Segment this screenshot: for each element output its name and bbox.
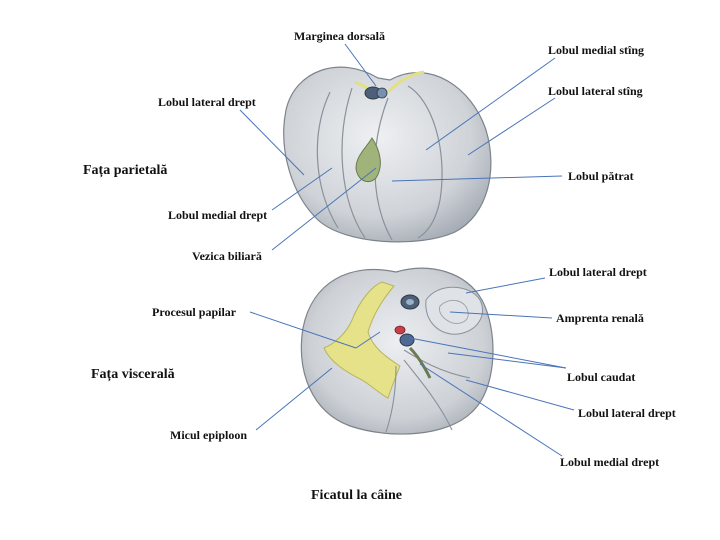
leader-lobul-patrat [391,175,563,182]
label-micul-epiploon: Micul epiploon [170,428,248,442]
renal-impression [425,286,483,335]
dorsal-vessel-2 [376,87,388,99]
leader-lines [239,43,575,457]
lobe-fissure-right [407,85,443,239]
leader-marginea-dorsala [344,43,377,87]
label-vezica-biliara: Vezica biliară [192,249,262,263]
label-lobul-medial-drept-top: Lobul medial drept [168,208,268,222]
label-lobul-medial-drept-bottom: Lobul medial drept [560,455,660,469]
lesser-omentum [323,281,401,399]
figure-title: Ficatul la câine [311,488,402,503]
leader-lobul-medial-drept-top [271,167,333,211]
face-parietal-heading: Fața parietală [83,163,168,178]
leader-lobul-lateral-sting [467,97,556,156]
gallbladder-duct [408,346,432,379]
leader-lobul-lateral-drept-bottom [465,379,575,411]
label-lobul-lateral-drept-bottom: Lobul lateral drept [578,406,676,420]
label-lobul-lateral-drept-right: Lobul lateral drept [549,265,647,279]
leader-lobul-caudat-1 [409,337,567,369]
lobe-fissure-mid-left [341,87,366,239]
label-lobul-medial-sting: Lobul medial stîng [548,43,645,57]
bile-duct [399,333,415,347]
caudate-fissure [403,349,471,379]
label-amprenta-renala: Amprenta renală [556,311,644,325]
label-lobul-patrat: Lobul pătrat [568,169,634,183]
label-lobul-caudat: Lobul caudat [567,370,636,384]
leader-lobul-lateral-drept-top [239,109,305,176]
label-procesul-papilar: Procesul papilar [152,305,237,319]
leader-procesul-papilar-2 [355,331,381,349]
face-visceral-heading: Fața viscerală [91,367,175,382]
visceral-fissure-2 [385,365,397,433]
leader-lobul-lateral-drept-right [465,277,546,294]
label-lobul-lateral-drept-top: Lobul lateral drept [158,95,256,109]
leader-amprenta-renala [449,311,553,319]
leader-lobul-medial-drept-bottom [419,363,563,457]
leader-lobul-caudat-2 [447,352,567,369]
visceral-fissure [403,359,453,431]
leader-lobul-medial-sting [425,57,556,151]
label-marginea-dorsala: Marginea dorsală [294,29,385,43]
lobe-fissure-left [316,91,339,229]
visceral-liver [300,267,494,435]
leader-micul-epiploon [255,367,333,431]
parietal-liver [283,66,492,243]
leader-procesul-papilar [249,311,357,349]
label-lobul-lateral-sting: Lobul lateral stîng [548,84,643,98]
parietal-liver-outline [283,66,492,243]
hepatic-artery [394,325,406,335]
portal-vein-2 [406,299,414,305]
leader-vezica-biliara [271,167,377,251]
gallbladder [355,137,381,183]
renal-impression-inner [439,299,469,324]
